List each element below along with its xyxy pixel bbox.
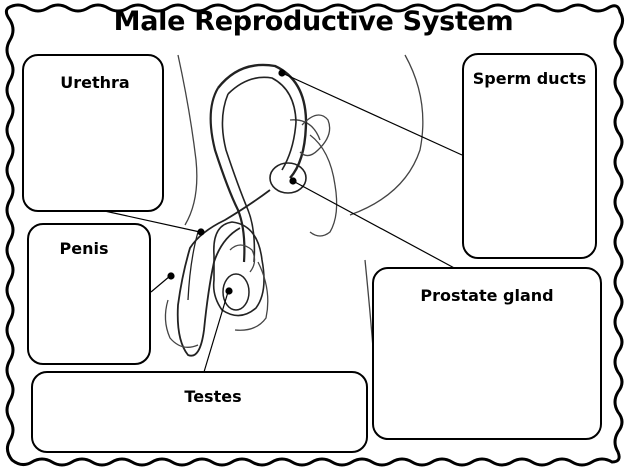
urethra-answer-box[interactable]: Urethra bbox=[22, 54, 164, 212]
prostate-gland-label: Prostate gland bbox=[420, 286, 554, 305]
prostate-gland-answer-box[interactable]: Prostate gland bbox=[372, 267, 602, 440]
label-pointers bbox=[99, 69, 463, 373]
testes-answer-box[interactable]: Testes bbox=[31, 371, 368, 453]
worksheet-title: Male Reproductive System bbox=[113, 6, 514, 37]
penis-answer-box[interactable]: Penis bbox=[27, 223, 151, 365]
sperm-ducts-answer-box[interactable]: Sperm ducts bbox=[462, 53, 597, 259]
testes-label: Testes bbox=[184, 387, 242, 406]
urethra-label: Urethra bbox=[60, 73, 130, 92]
anatomy-sketch bbox=[164, 54, 424, 376]
wavy-border bbox=[4, 3, 625, 467]
penis-label: Penis bbox=[59, 239, 109, 258]
sperm-ducts-label: Sperm ducts bbox=[472, 69, 587, 88]
